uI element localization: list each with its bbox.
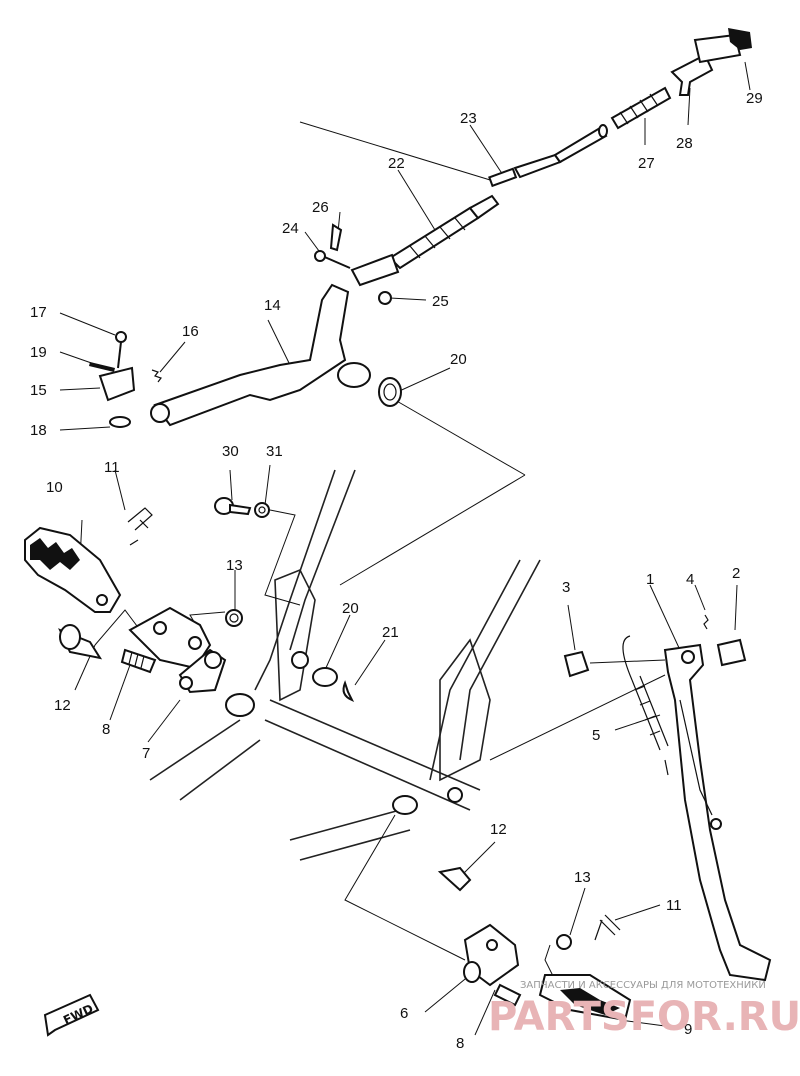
callout-8-right: 8 xyxy=(456,1035,464,1052)
callout-11-left: 11 xyxy=(104,459,120,476)
callout-12-left: 12 xyxy=(54,697,71,714)
callout-8-left: 8 xyxy=(102,721,110,738)
callout-25: 25 xyxy=(432,293,449,310)
callout-16: 16 xyxy=(182,323,199,340)
callout-20-top: 20 xyxy=(450,351,467,368)
callout-5: 5 xyxy=(592,727,600,744)
callout-19: 19 xyxy=(30,344,47,361)
callout-30: 30 xyxy=(222,443,239,460)
callout-31: 31 xyxy=(266,443,283,460)
callout-21: 21 xyxy=(382,624,399,641)
callout-22: 22 xyxy=(388,155,405,172)
callout-20-mid: 20 xyxy=(342,600,359,617)
watermark: ЗАПЧАСТИ И АКСЕССУАРЫ ДЛЯ МОТОТЕХНИКИ PA… xyxy=(488,980,800,1040)
forward-direction-marker: FWD xyxy=(43,993,100,1037)
callout-6: 6 xyxy=(400,1005,408,1022)
callout-12-right: 12 xyxy=(490,821,507,838)
callout-13-left: 13 xyxy=(226,557,243,574)
leader-lines xyxy=(59,61,751,1036)
callout-1: 1 xyxy=(646,571,654,588)
watermark-caption: ЗАПЧАСТИ И АКСЕССУАРЫ ДЛЯ МОТОТЕХНИКИ xyxy=(520,980,766,991)
callout-24: 24 xyxy=(282,220,299,237)
callout-10: 10 xyxy=(46,479,63,496)
callout-7: 7 xyxy=(142,745,150,762)
callout-18: 18 xyxy=(30,422,47,439)
sidestand-assembly xyxy=(563,614,772,982)
callout-labels: 1 2 3 4 5 6 7 8 8 9 10 11 11 12 12 13 13… xyxy=(30,90,763,1052)
callout-26: 26 xyxy=(312,199,329,216)
right-footrest-assembly xyxy=(437,866,632,1022)
callout-11-right: 11 xyxy=(666,897,682,914)
callout-23: 23 xyxy=(460,110,477,127)
callout-28: 28 xyxy=(676,135,693,152)
callout-9: 9 xyxy=(684,1021,692,1038)
left-footrest-assembly xyxy=(24,497,355,702)
callout-4: 4 xyxy=(686,571,694,588)
frame-outline xyxy=(149,469,541,861)
callout-27: 27 xyxy=(638,155,655,172)
callout-14: 14 xyxy=(264,297,281,314)
callout-3: 3 xyxy=(562,579,570,596)
callout-2: 2 xyxy=(732,565,740,582)
brake-pedal-assembly xyxy=(89,283,402,428)
callout-13-right: 13 xyxy=(574,869,591,886)
callout-29: 29 xyxy=(746,90,763,107)
callout-17: 17 xyxy=(30,304,47,321)
rear-brake-cable-assembly xyxy=(314,28,752,305)
watermark-logo: PARTSFOR.RU xyxy=(488,994,800,1040)
callout-15: 15 xyxy=(30,382,47,399)
